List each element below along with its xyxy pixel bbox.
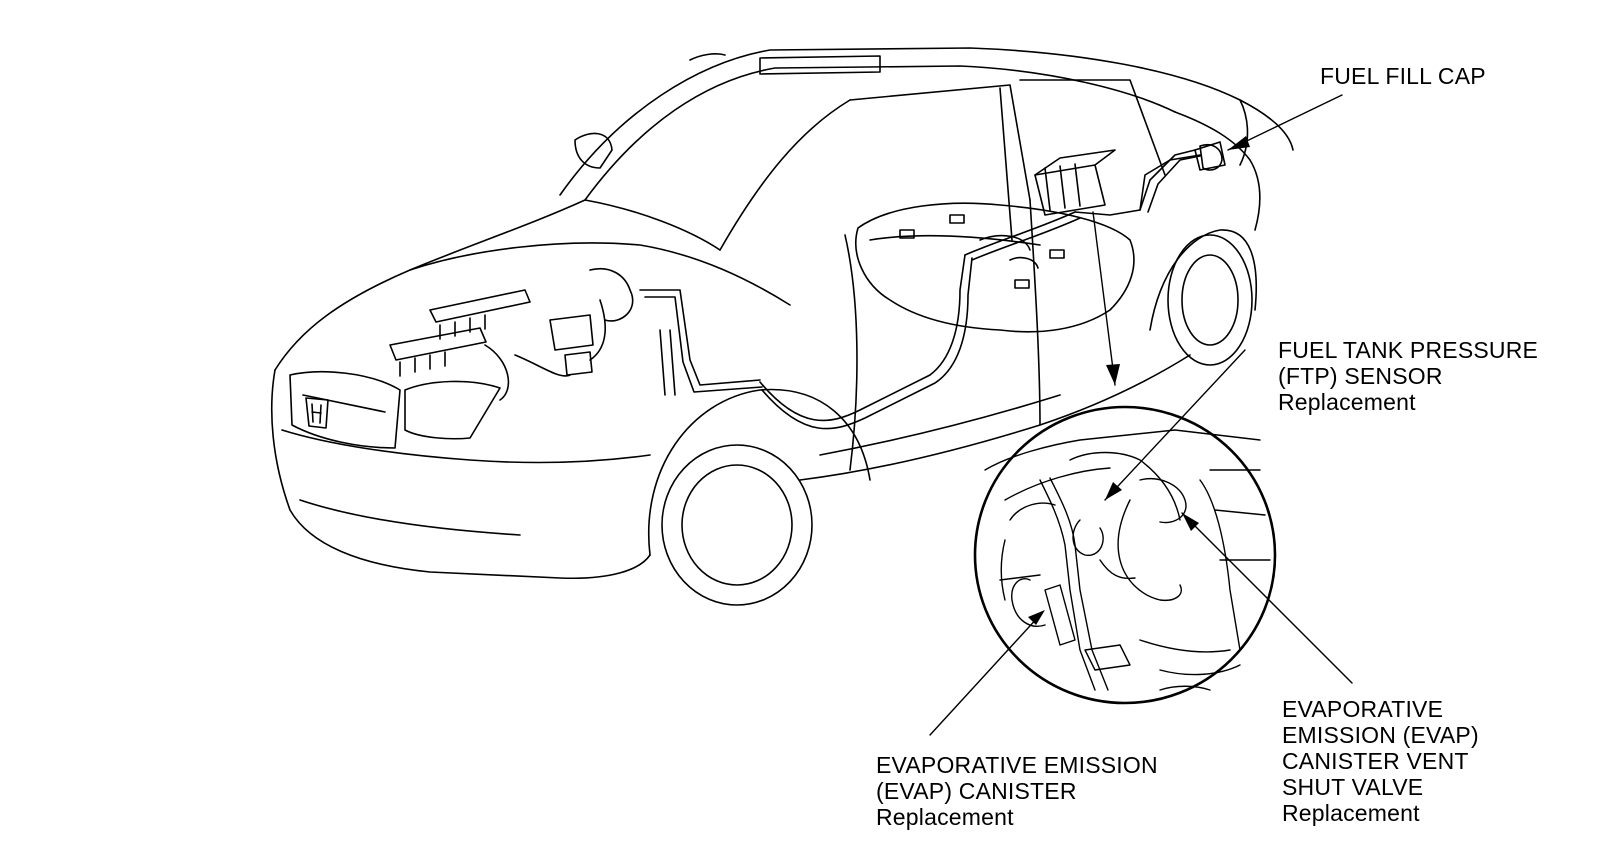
label-line: Replacement (1282, 800, 1420, 826)
honda-emblem-icon (305, 397, 329, 429)
arrowheads (1028, 136, 1250, 625)
leader-evap-vent-valve (1181, 512, 1353, 684)
arrowhead-ftp-sensor (1105, 482, 1122, 500)
fuel-evap-lines (639, 154, 1201, 430)
arrowhead-evap-vent-valve (1182, 513, 1199, 531)
car-body-outline (270, 47, 1294, 606)
label-line: EMISSION (EVAP) (1282, 722, 1479, 748)
leader-inset-arrow (1092, 211, 1116, 386)
label-line: (FTP) SENSOR (1278, 363, 1443, 389)
arrowhead-evap-canister (1028, 610, 1045, 625)
label-line: FUEL FILL CAP (1320, 63, 1486, 89)
leader-ftp-sensor (1104, 349, 1246, 501)
label-line: (EVAP) CANISTER (876, 778, 1077, 804)
label-fuel-fill-cap: FUEL FILL CAP (1320, 63, 1486, 89)
label-ftp-sensor: FUEL TANK PRESSURE (FTP) SENSOR Replacem… (1278, 337, 1538, 415)
label-line: Replacement (876, 804, 1014, 830)
arrowhead-inset (1106, 364, 1120, 385)
evap-canister-on-car (1034, 149, 1116, 216)
label-evap-canister: EVAPORATIVE EMISSION (EVAP) CANISTER Rep… (876, 752, 1158, 830)
leader-evap-canister (929, 614, 1041, 736)
label-line: EVAPORATIVE (1282, 696, 1444, 722)
fuel-tank (855, 202, 1135, 333)
label-line: Replacement (1278, 389, 1416, 415)
detail-inset (973, 405, 1277, 705)
label-line: CANISTER VENT (1282, 748, 1469, 774)
label-line: SHUT VALVE (1282, 774, 1424, 800)
arrowhead-fuel-fill-cap (1228, 136, 1250, 150)
label-line: FUEL TANK PRESSURE (1278, 337, 1539, 363)
fuel-rail-assembly (389, 268, 634, 401)
filler-neck (1139, 144, 1223, 213)
label-evap-vent-valve: EVAPORATIVE EMISSION (EVAP) CANISTER VEN… (1282, 696, 1479, 826)
leader-lines (929, 94, 1353, 736)
label-line: EVAPORATIVE EMISSION (876, 752, 1158, 778)
